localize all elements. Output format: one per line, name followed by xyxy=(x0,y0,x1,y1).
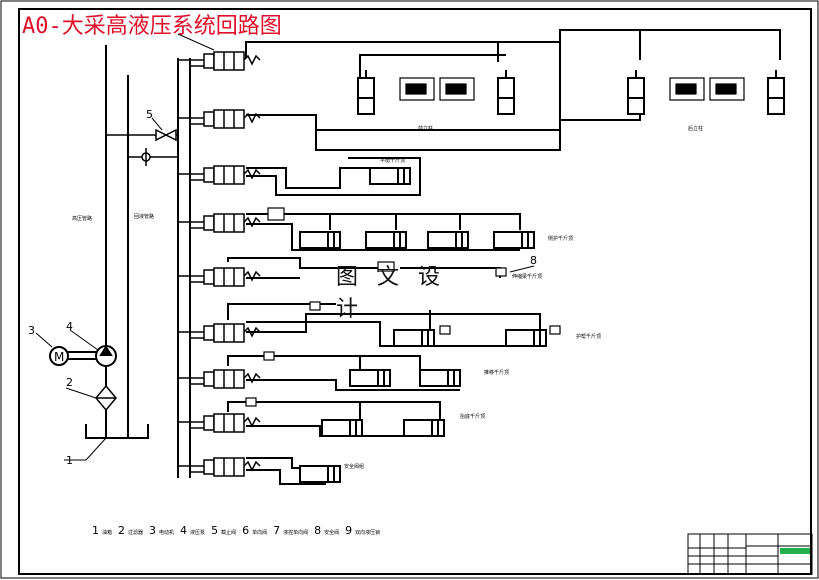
watermark-text: 图 文 设 计 xyxy=(336,265,486,322)
callout-3: 3 xyxy=(28,324,35,337)
legend-label: 电动机 xyxy=(159,530,175,536)
column-valve xyxy=(669,77,705,101)
svg-text:M: M xyxy=(54,350,64,364)
filter-symbol xyxy=(95,384,117,412)
label-guard-jack: 护帮千斤顶 xyxy=(576,333,601,340)
directional-valve xyxy=(178,323,261,343)
legend-number: 1 xyxy=(92,524,99,537)
legend-number: 2 xyxy=(118,524,126,537)
callout-8: 8 xyxy=(530,254,537,267)
label-front-column: 前立柱 xyxy=(418,125,433,132)
column-valve xyxy=(709,77,745,101)
label-push-jack: 推移千斤顶 xyxy=(484,369,509,376)
jack-cylinder xyxy=(365,231,407,249)
column-valve xyxy=(439,77,475,101)
jack-cylinder xyxy=(299,465,341,483)
jack-cylinder xyxy=(369,167,411,185)
label-pressure-line: 高压管路 xyxy=(72,215,92,222)
component-labels: 高压管路 回液管路 前立柱 后立柱 平衡千斤顶 侧护千斤顶 伸缩梁千斤顶 护帮千… xyxy=(72,125,703,470)
manifold-bus xyxy=(177,58,191,478)
label-return-line: 回液管路 xyxy=(134,213,154,220)
legend-number: 4 xyxy=(180,524,188,537)
jack-cylinder xyxy=(419,369,461,387)
label-safety-valve: 安全阀组 xyxy=(344,463,364,470)
callout-1: 1 xyxy=(66,454,73,467)
label-balance-jack: 平衡千斤顶 xyxy=(380,157,405,164)
legend-number: 3 xyxy=(149,524,157,537)
legend-label: 截止阀 xyxy=(221,530,237,536)
drawing-title: A0-大采高液压系统回路图 xyxy=(22,14,282,39)
jack-cylinder xyxy=(403,419,445,437)
legend-label: 过滤器 xyxy=(128,530,144,536)
callout-4: 4 xyxy=(66,320,73,333)
callout-leaders xyxy=(35,33,535,461)
column-circuits xyxy=(245,29,781,151)
legend-label: 安全阀 xyxy=(324,530,340,536)
column-valve xyxy=(399,77,435,101)
directional-valve xyxy=(178,51,261,71)
electric-motor: M xyxy=(49,346,96,366)
legend-label: 液控单向阀 xyxy=(283,530,309,536)
title-block xyxy=(687,533,813,575)
title-block-accent xyxy=(780,548,810,554)
legend-label: 单向阀 xyxy=(252,530,268,536)
guard-jack-circuit xyxy=(227,303,541,347)
callout-5: 5 xyxy=(146,108,153,121)
drawing-border-inner xyxy=(18,8,812,575)
jack-cylinders xyxy=(299,167,547,483)
column-cylinder xyxy=(497,70,515,115)
legend-label: 双向液压锁 xyxy=(355,530,381,536)
directional-valve xyxy=(178,267,261,287)
jack-cylinder xyxy=(349,369,391,387)
label-side-jack: 侧护千斤顶 xyxy=(548,235,573,242)
legend-number: 6 xyxy=(242,524,250,537)
base-jack-circuit xyxy=(227,401,441,437)
main-pipes xyxy=(105,45,129,438)
directional-valve xyxy=(178,165,261,185)
jack-cylinder xyxy=(321,419,363,437)
directional-valve xyxy=(178,213,261,233)
label-front-beam-jack: 伸缩梁千斤顶 xyxy=(512,273,542,280)
legend-number: 9 xyxy=(345,524,353,537)
label-rear-column: 后立柱 xyxy=(688,125,703,132)
stop-valve xyxy=(106,128,178,166)
legend-number: 8 xyxy=(314,524,322,537)
directional-valve xyxy=(178,369,261,389)
jack-cylinder xyxy=(427,231,469,249)
legend-number: 5 xyxy=(211,524,219,537)
column-cylinder xyxy=(627,70,645,115)
push-jack-circuit xyxy=(227,355,460,391)
jack-cylinder xyxy=(505,329,547,347)
column-cylinders xyxy=(357,70,785,115)
balance-jack-circuit xyxy=(246,157,421,196)
side-jack-circuit xyxy=(246,213,521,251)
jack-cylinder xyxy=(393,329,435,347)
callout-numbers: 1 2 3 4 5 8 xyxy=(28,108,537,467)
safety-valve-symbols xyxy=(245,207,561,407)
hydraulic-pump xyxy=(95,345,117,367)
jack-cylinder xyxy=(493,231,535,249)
legend-number: 7 xyxy=(273,524,281,537)
legend-label: 液压泵 xyxy=(190,530,206,536)
callout-2: 2 xyxy=(66,376,73,389)
oil-tank xyxy=(85,424,149,439)
jack-cylinder xyxy=(299,231,341,249)
column-cylinder xyxy=(767,70,785,115)
legend-label: 油箱 xyxy=(102,530,113,536)
column-cylinder xyxy=(357,70,375,115)
directional-valve xyxy=(178,109,261,129)
label-base-jack: 抬底千斤顶 xyxy=(460,413,485,420)
